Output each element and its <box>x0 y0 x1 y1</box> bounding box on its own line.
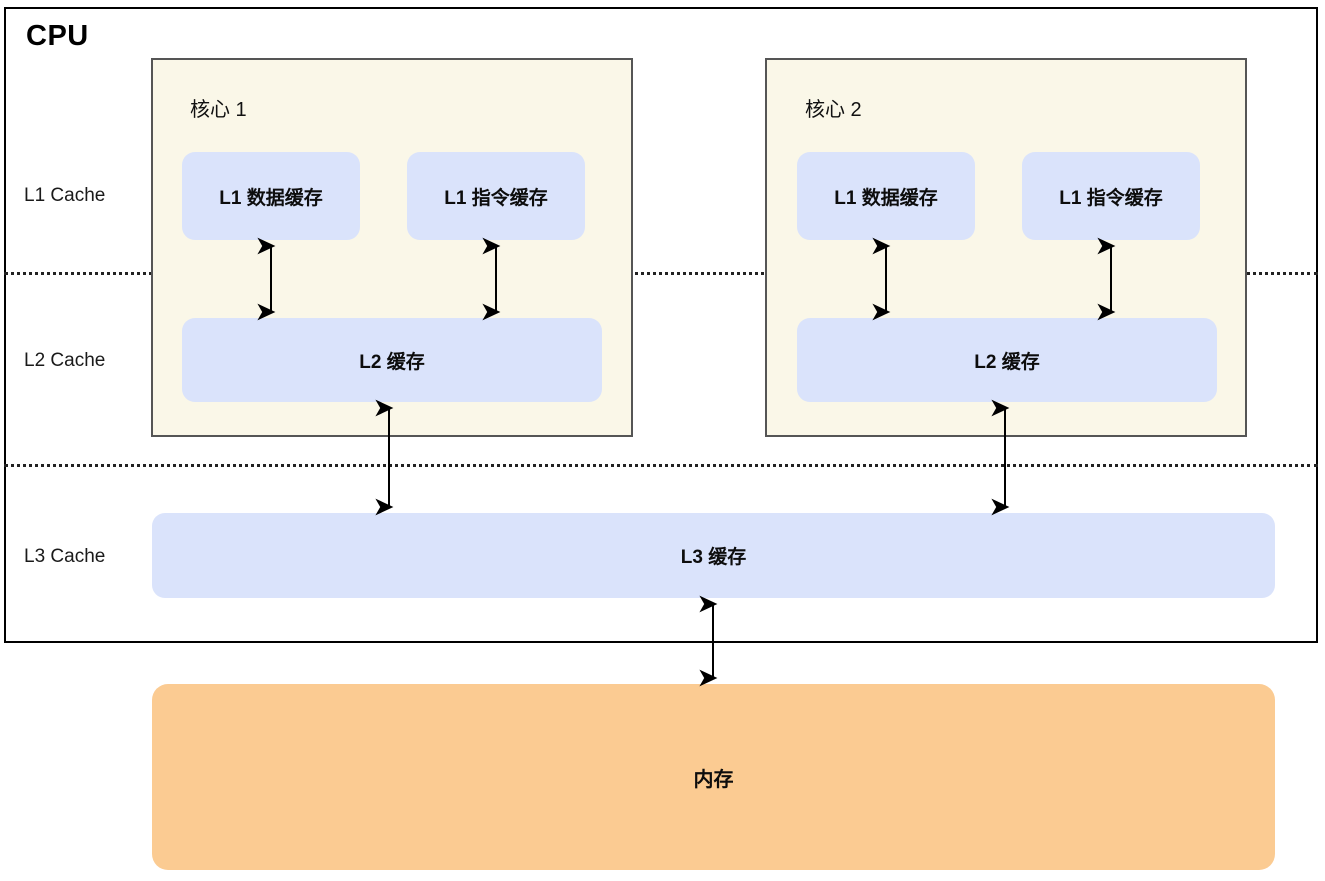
memory-block[interactable]: 内存 <box>152 684 1275 870</box>
level-label-l3-cache: L3 Cache <box>24 546 106 567</box>
core-2-l1-instruction-cache[interactable]: L1 指令缓存 <box>1022 152 1200 240</box>
cpu-title: CPU <box>26 20 89 52</box>
core-1-l1-instruction-cache[interactable]: L1 指令缓存 <box>407 152 585 240</box>
level-label-l2-cache: L2 Cache <box>24 350 106 371</box>
level-label-l1-cache: L1 Cache <box>24 185 106 206</box>
core-2-l2-cache[interactable]: L2 缓存 <box>797 318 1217 402</box>
core-1-l1-data-cache[interactable]: L1 数据缓存 <box>182 152 360 240</box>
separator-l1-l2 <box>4 272 1318 275</box>
core-1-label: 核心 1 <box>190 99 247 121</box>
core-1-l2-cache[interactable]: L2 缓存 <box>182 318 602 402</box>
core-2-label: 核心 2 <box>805 99 862 121</box>
separator-l2-l3 <box>4 464 1318 467</box>
core-2-l1-data-cache[interactable]: L1 数据缓存 <box>797 152 975 240</box>
l3-cache[interactable]: L3 缓存 <box>152 513 1275 598</box>
cpu-boundary-box <box>4 7 1318 643</box>
